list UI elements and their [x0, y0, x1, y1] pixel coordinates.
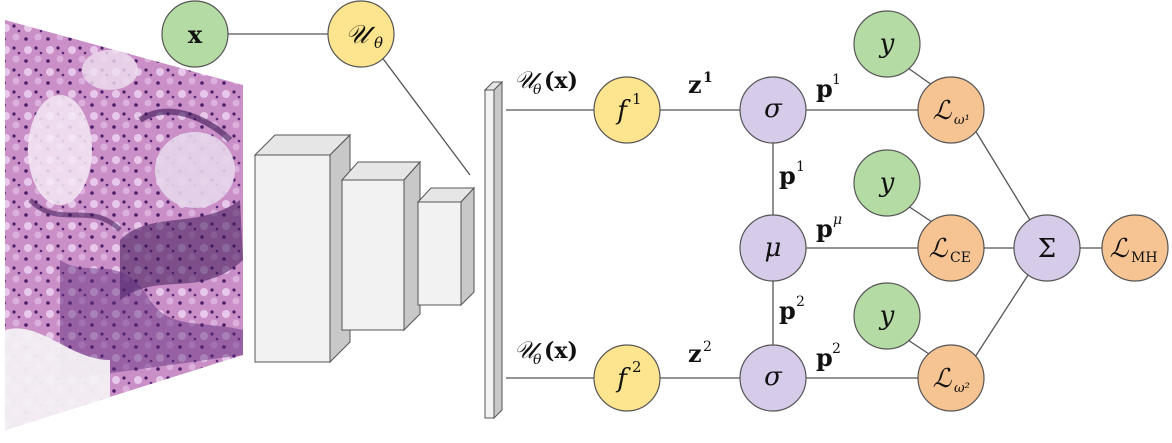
sigma1-label: σ [764, 94, 783, 124]
y3-label: y [879, 301, 895, 331]
mu-label: μ [765, 233, 782, 263]
loss-ce-node: ℒ CE [917, 214, 985, 282]
label-p2-up: p 2 [779, 294, 805, 325]
sigma2-label: σ [764, 362, 783, 392]
label-u-top-sub: θ [533, 82, 542, 98]
f1-node: f 1 [593, 76, 661, 144]
encoder-block-2 [340, 160, 422, 332]
loss-omega1-main: ℒ [933, 96, 953, 126]
sigma2-node: σ [739, 344, 807, 412]
label-p2-up-sup: 2 [796, 294, 805, 310]
f1-sup: 1 [632, 90, 642, 108]
y2-label: y [879, 168, 895, 198]
input-x-node: x [161, 0, 229, 68]
loss-mh-main: ℒ [1110, 234, 1130, 264]
label-u-bottom: 𝒰 θ (x) [514, 336, 578, 368]
loss-omega2-sub: ω² [954, 381, 970, 396]
sigma1-node: σ [739, 76, 807, 144]
encoder-block-3 [416, 186, 476, 307]
label-p2-up-main: p [779, 296, 796, 325]
feature-vector-bar [483, 80, 504, 420]
u-theta-node: 𝒰 θ [327, 0, 395, 68]
label-p2-right-sup: 2 [832, 341, 841, 357]
y1-node: y [853, 10, 921, 78]
label-p2-right-main: p [816, 343, 833, 372]
u-theta-sub: θ [374, 34, 383, 52]
mu-node: μ [739, 214, 807, 282]
label-z2-sup: 2 [703, 339, 712, 355]
label-p1-right-sup: 1 [832, 72, 841, 88]
y3-node: y [853, 282, 921, 350]
encoder-block-1 [253, 133, 352, 364]
f2-sup: 2 [632, 358, 642, 376]
input-x-label: x [188, 20, 203, 49]
label-z1-sup: 1 [703, 70, 713, 86]
loss-mh-sub: MH [1131, 250, 1158, 266]
loss-omega2-node: ℒ ω² [917, 344, 985, 412]
loss-mh-node: ℒ MH [1101, 214, 1169, 282]
label-u-top: 𝒰 θ (x) [514, 66, 578, 98]
y2-node: y [853, 149, 921, 217]
loss-ce-sub: CE [950, 250, 971, 266]
label-p2-right: p 2 [816, 341, 841, 372]
label-pmu-main: p [816, 214, 833, 243]
loss-omega1-node: ℒ ω¹ [917, 76, 985, 144]
label-u-bottom-post: (x) [544, 338, 578, 364]
label-p1-down: p 1 [779, 159, 805, 190]
label-p1-right: p 1 [816, 72, 841, 103]
label-u-top-post: (x) [544, 68, 578, 94]
label-u-bottom-sub: θ [533, 352, 542, 368]
f2-node: f 2 [593, 344, 661, 412]
label-z1-main: z [688, 70, 702, 99]
label-z2-main: z [688, 339, 702, 368]
loss-omega1-sub: ω¹ [954, 113, 970, 128]
sum-label: Σ [1038, 234, 1056, 264]
label-p1-down-main: p [779, 161, 796, 190]
loss-ce-main: ℒ [929, 234, 949, 264]
label-z2: z 2 [688, 339, 712, 368]
loss-omega2-main: ℒ [933, 364, 953, 394]
label-p1-down-sup: 1 [796, 159, 805, 175]
label-pmu: p μ [816, 212, 842, 243]
edges [228, 33, 1104, 379]
y1-label: y [879, 29, 895, 59]
label-z1: z 1 [688, 70, 713, 99]
histology-image [5, 20, 243, 430]
sum-node: Σ [1013, 214, 1081, 282]
label-pmu-sup: μ [833, 212, 842, 228]
label-p1-right-main: p [816, 74, 833, 103]
